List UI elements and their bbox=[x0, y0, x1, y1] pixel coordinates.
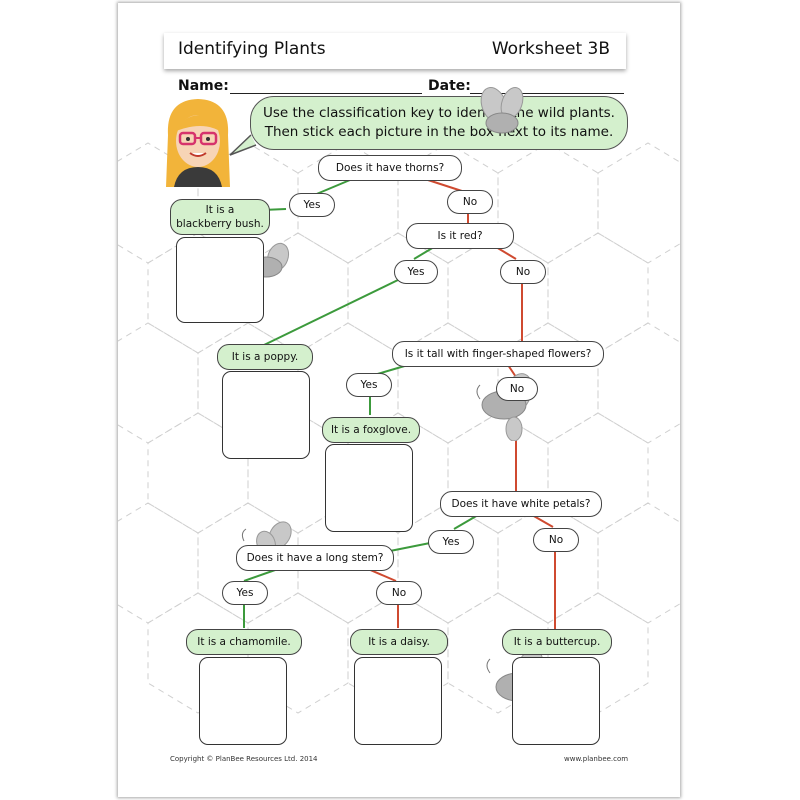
answer-no: No bbox=[533, 528, 579, 552]
worksheet-title: Identifying Plants bbox=[178, 39, 326, 59]
copyright-text: Copyright © PlanBee Resources Ltd. 2014 bbox=[170, 755, 318, 763]
answer-no: No bbox=[447, 190, 493, 214]
answer-yes: Yes bbox=[289, 193, 335, 217]
picture-box-blackberry[interactable] bbox=[176, 237, 264, 323]
worksheet-number: Worksheet 3B bbox=[491, 39, 610, 59]
question-red: Is it red? bbox=[406, 223, 514, 249]
result-blackberry-line-2: blackberry bush. bbox=[176, 218, 264, 230]
result-foxglove: It is a foxglove. bbox=[322, 417, 420, 443]
answer-yes: Yes bbox=[346, 373, 392, 397]
picture-box-daisy[interactable] bbox=[354, 657, 442, 745]
result-blackberry: It is a blackberry bush. bbox=[170, 199, 270, 235]
instructions-line-1: Use the classification key to identify t… bbox=[263, 105, 615, 121]
answer-no: No bbox=[500, 260, 546, 284]
website-text: www.planbee.com bbox=[564, 755, 629, 763]
bee-decoration bbox=[480, 87, 524, 134]
instructions-bubble: Use the classification key to identify t… bbox=[250, 96, 628, 150]
teacher-avatar bbox=[166, 99, 230, 187]
date-line bbox=[470, 93, 624, 94]
answer-yes: Yes bbox=[394, 260, 438, 284]
name-line bbox=[230, 93, 422, 94]
picture-box-buttercup[interactable] bbox=[512, 657, 600, 745]
question-tall: Is it tall with finger-shaped flowers? bbox=[392, 341, 604, 367]
result-daisy: It is a daisy. bbox=[350, 629, 448, 655]
picture-box-chamomile[interactable] bbox=[199, 657, 287, 745]
worksheet-page: Identifying Plants Worksheet 3B Name: Da… bbox=[118, 3, 680, 797]
speech-bubble-tail bbox=[229, 134, 257, 156]
result-buttercup: It is a buttercup. bbox=[502, 629, 612, 655]
picture-box-foxglove[interactable] bbox=[325, 444, 413, 532]
answer-no: No bbox=[376, 581, 422, 605]
worksheet-header: Identifying Plants Worksheet 3B bbox=[164, 33, 626, 69]
answer-yes: Yes bbox=[428, 530, 474, 554]
name-label: Name: bbox=[178, 78, 229, 94]
question-long-stem: Does it have a long stem? bbox=[236, 545, 394, 571]
question-white-petals: Does it have white petals? bbox=[440, 491, 602, 517]
result-blackberry-line-1: It is a bbox=[205, 204, 235, 216]
question-thorns: Does it have thorns? bbox=[318, 155, 462, 181]
answer-yes: Yes bbox=[222, 581, 268, 605]
instructions-line-2: Then stick each picture in the box next … bbox=[264, 124, 614, 140]
date-label: Date: bbox=[428, 78, 471, 94]
picture-box-poppy[interactable] bbox=[222, 371, 310, 459]
result-chamomile: It is a chamomile. bbox=[186, 629, 302, 655]
result-poppy: It is a poppy. bbox=[217, 344, 313, 370]
answer-no: No bbox=[496, 377, 538, 401]
